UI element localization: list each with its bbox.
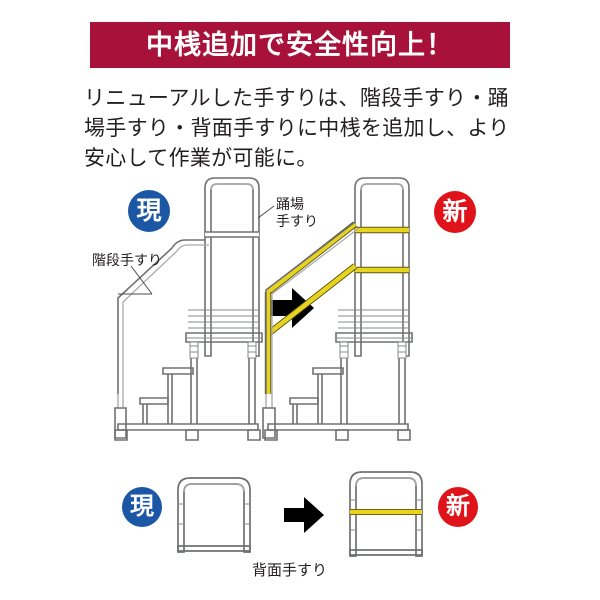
header-banner: 中桟追加で安全性向上！ — [90, 22, 510, 68]
main-figure-svg: .fr { fill:none; stroke:#6f7072; stroke-… — [114, 177, 413, 441]
badge-current-rear: 現 — [122, 487, 162, 527]
badge-new-rear: 新 — [438, 487, 478, 527]
callout-leader-lines — [118, 205, 275, 295]
main-comparison-figure: .fr { fill:none; stroke:#6f7072; stroke-… — [0, 170, 600, 460]
page-title: 中桟追加で安全性向上！ — [146, 29, 454, 60]
badge-new-main: 新 — [434, 191, 476, 233]
label-rear-handrail: 背面手すり — [252, 562, 328, 579]
rear-rail-comparison-figure: .bfr { fill:none; stroke:#6f7072; stroke… — [0, 462, 600, 572]
body-paragraph: リニューアルした手すりは、階段手すり・踊場手すり・背面手すりに中桟を追加し、より… — [84, 87, 510, 170]
label-landing-handrail-line2: 手すり — [276, 213, 318, 229]
current-rear-rail — [177, 477, 251, 553]
current-stair-unit — [114, 177, 263, 441]
new-rear-rail — [349, 471, 423, 557]
comparison-arrow-icon-bottom — [284, 497, 324, 533]
stair-mid-rail — [264, 221, 357, 394]
label-landing-handrail-line1: 踊場 — [276, 196, 304, 212]
label-landing-handrail: 踊場 手すり — [276, 196, 318, 230]
bottom-figure-svg: .bfr { fill:none; stroke:#6f7072; stroke… — [177, 471, 423, 557]
label-stair-handrail: 階段手すり — [92, 252, 162, 268]
badge-current-main: 現 — [128, 190, 170, 232]
comparison-arrow-icon — [270, 288, 314, 328]
new-stair-unit — [262, 177, 413, 441]
